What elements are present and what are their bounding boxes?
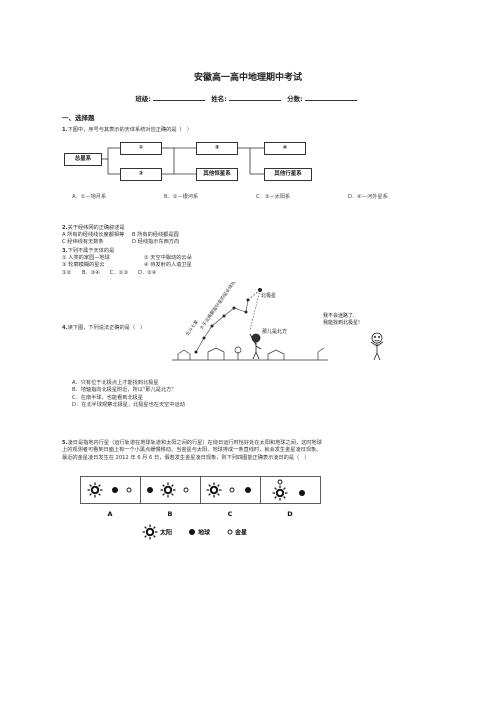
- panel-d-bodies: [271, 479, 305, 502]
- follow-line-label: 大于沿两颗指针星的延长线找: [198, 282, 238, 331]
- question-1-text: 下图中，序号与其表示的天体系统对应正确的是（ ）: [67, 127, 193, 133]
- question-2-options: A 所有的经线线长度都相等 B 所有的经线都是圆 C 经纬线有无数条 D 经线指…: [62, 232, 282, 247]
- question-5: 5.凌日是指地内行星（运行轨道在地球轨道和太阳之间的行星）在绕日运行时恰好处在太…: [62, 440, 442, 462]
- legend-venus: 金星: [234, 529, 247, 537]
- q1-option-a[interactable]: A．①—地月系: [72, 194, 107, 200]
- panel-c-bodies: [205, 481, 251, 499]
- q4-option-c[interactable]: C．在南半球，也能看到北极星: [72, 394, 144, 401]
- name-field[interactable]: [228, 94, 281, 101]
- question-5-number: 5.: [62, 440, 68, 446]
- q3-item-2: ② 天空中飘动的云朵: [144, 255, 192, 261]
- section-heading-choice: 一、选择题: [62, 114, 95, 122]
- q3-item-1: ① 人类的家园—地球: [62, 255, 110, 261]
- q1-option-b[interactable]: B．②—银河系: [164, 194, 199, 200]
- question-1: 1.下图中，序号与其表示的天体系统对应正确的是（ ）: [62, 127, 192, 134]
- q3-option-a[interactable]: ①②: [62, 270, 72, 276]
- question-5-text-line-2: 上的观测者可看到日面上有一个小黑点缓慢移动。当金星与太阳、地球排成一条直线时，就…: [62, 447, 322, 454]
- q2-option-d[interactable]: D 经线指示东西方向: [132, 239, 180, 246]
- happy-child-figure: [370, 332, 384, 361]
- node-other-star-system: 其他恒星系: [196, 168, 238, 181]
- panel-a-label: A: [107, 510, 112, 518]
- q4-option-a[interactable]: A．只有位于北极点上才能找到北极星: [72, 380, 159, 386]
- polaris-label: 北极星: [261, 292, 276, 299]
- q2-option-a[interactable]: A 所有的经线线长度都相等: [62, 232, 125, 238]
- question-4-text: 读下图，下列说法正确的是（ ）: [67, 325, 146, 331]
- panel-b-bodies: [147, 481, 189, 499]
- panel-b-label: B: [168, 510, 173, 518]
- question-4: 4.读下图，下列说法正确的是（ ）: [62, 325, 145, 332]
- question-4-number: 4.: [62, 325, 68, 331]
- speech-bubble-line-2: 我能找到北极星!: [323, 319, 360, 326]
- page-title: 安徽高一高中地理期中考试: [193, 73, 302, 83]
- panel-a-bodies: [86, 481, 132, 499]
- hierarchy-diagram: 总星系 ① ② ③ 其他恒星系 ④ 其他行星系: [62, 138, 332, 184]
- legend-earth: 地球: [198, 529, 211, 537]
- node-other-planet-system: 其他行星系: [264, 168, 312, 181]
- diagram-legend: 太阳 地球 金星: [141, 523, 247, 541]
- question-5-text-line-3: 最近的金星凌日发生在 2012 年 6 月 6 日，假若发生金星凌日现象，则下列…: [62, 454, 310, 461]
- question-5-text-line-1: 凌日是指地内行星（运行轨道在地球轨道和太阳之间的行星）在绕日运行时恰好处在太阳和…: [67, 440, 322, 446]
- speech-bubble-line-1: 我不会迷路了,: [323, 312, 355, 319]
- question-3: 3.下列不属于天体的是: [62, 248, 114, 255]
- question-3-items: ① 人类的家园—地球 ② 天空中飘动的云朵 ③ 轮廓模糊的星云 ④ 待发射的人造…: [62, 255, 282, 270]
- q2-option-c[interactable]: C 经纬线有无数条: [62, 239, 104, 246]
- hierarchy-connectors: [102, 147, 264, 175]
- question-2: 2.关于经纬网的正确叙述是: [62, 225, 125, 232]
- panel-c-label: C: [228, 510, 233, 518]
- q1-option-c[interactable]: C．③—太阳系: [256, 194, 291, 200]
- q3-item-3: ③ 轮廓模糊的星云: [62, 262, 105, 269]
- q2-option-b[interactable]: B 所有的经线都是圆: [132, 232, 179, 238]
- venus-transit-diagram: A B C D 太阳 地球 金星: [80, 476, 321, 541]
- panel-d-label: D: [287, 510, 293, 518]
- class-label: 班级:: [135, 95, 151, 103]
- question-2-text: 关于经纬网的正确叙述是: [67, 225, 125, 231]
- node-2: ②: [120, 168, 162, 181]
- question-4-options: A．只有位于北极点上才能找到北极星 B．地轴指向北极星附近，所以"那儿是北方" …: [72, 380, 185, 410]
- legend-sun: 太阳: [159, 529, 172, 537]
- name-label: 姓名:: [211, 95, 227, 103]
- q3-item-4: ④ 待发射的人造卫星: [144, 262, 192, 269]
- node-4: ④: [264, 142, 306, 155]
- class-field[interactable]: [152, 94, 205, 101]
- question-3-options: ①② B．③④ C．①③ D．②④: [62, 270, 282, 278]
- score-label: 分数:: [287, 95, 303, 103]
- question-2-number: 2.: [62, 225, 68, 231]
- node-total-galaxy: 总星系: [64, 153, 102, 166]
- node-1: ①: [120, 142, 162, 155]
- polaris-illustration: 北极星 北斗七星 大于沿两颗指针星的延长线找 那儿是北方 我不会迷路了, 我能找…: [172, 282, 384, 361]
- score-field[interactable]: [304, 94, 357, 101]
- q4-option-b[interactable]: B．地轴指向北极星附近，所以"那儿是北方": [72, 387, 174, 394]
- question-3-text: 下列不属于天体的是: [67, 248, 115, 254]
- north-direction-label: 那儿是北方: [262, 328, 287, 335]
- question-3-number: 3.: [62, 248, 68, 254]
- q1-option-d[interactable]: D．④—河外星系: [348, 194, 388, 200]
- q3-option-c[interactable]: C．①③: [110, 270, 129, 276]
- student-info-line: 班级: 姓名: 分数:: [0, 93, 496, 103]
- q4-option-d[interactable]: D．在北半球观察北极星，北极星也在天空中运动: [72, 402, 185, 409]
- ground-scene: [172, 346, 328, 361]
- big-dipper-label: 北斗七星: [184, 318, 200, 337]
- node-3: ③: [196, 142, 238, 155]
- question-1-number: 1.: [62, 127, 68, 133]
- pointing-child-figure: [249, 333, 262, 360]
- q3-option-d[interactable]: D．②④: [138, 270, 157, 276]
- q3-option-b[interactable]: B．③④: [82, 270, 101, 276]
